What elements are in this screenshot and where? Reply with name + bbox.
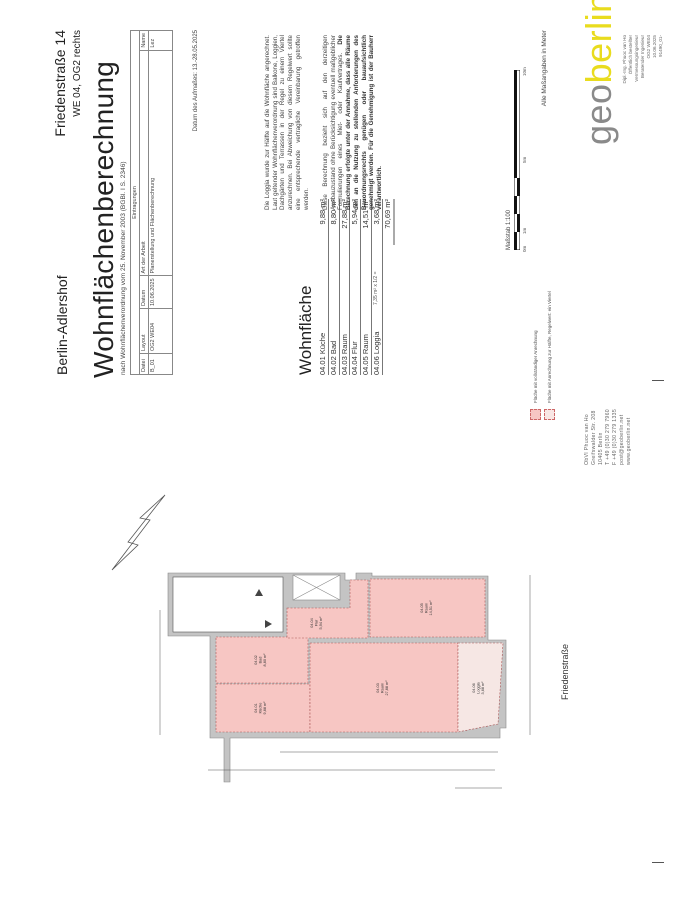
room-label: 04.02Bad8,80 m²	[254, 653, 267, 667]
room-label: 04.01Küche9,88 m²	[254, 701, 267, 715]
room-label: 04.04Flur5,94 m²	[310, 616, 323, 630]
stairwell	[172, 576, 284, 633]
room-label: 04.05Raum14,51 m²	[420, 600, 433, 616]
room-04.06	[457, 642, 504, 733]
north-arrow-icon	[111, 494, 166, 571]
fold-mark	[652, 380, 664, 381]
fold-mark	[652, 862, 664, 863]
dimension-lines	[159, 575, 531, 789]
room-04.02	[215, 636, 309, 684]
room-04.03	[309, 642, 459, 733]
room-label: 04.03Raum27,88 m²	[376, 680, 389, 696]
room-label: 04.06Loggia3,68 m²	[472, 681, 485, 695]
scale-bar	[514, 70, 520, 250]
street-name: Friedenstraße	[560, 644, 570, 700]
room-04.04	[286, 579, 369, 639]
room-04.05	[369, 578, 486, 638]
